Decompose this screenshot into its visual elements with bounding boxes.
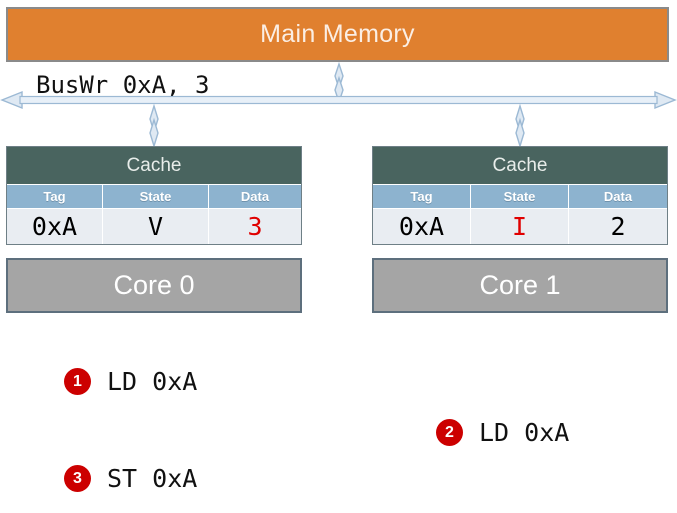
cache0-row: 0xA V 3	[7, 208, 301, 244]
instruction-3: 3 ST 0xA	[64, 464, 197, 493]
bus-cache1-connector-arrow	[515, 104, 525, 148]
instruction-3-text: ST 0xA	[107, 464, 198, 493]
cache1-cell-tag: 0xA	[373, 209, 471, 244]
core1-block: Core 1	[372, 258, 668, 313]
cache0-header-data: Data	[240, 189, 270, 204]
cache1-title: Cache	[373, 147, 667, 184]
bus-cache0-connector-arrow	[149, 104, 159, 148]
instruction-1-badge: 1	[64, 368, 91, 395]
main-memory-block: Main Memory	[6, 7, 669, 62]
main-memory-label: Main Memory	[260, 20, 415, 48]
core1-label: Core 1	[479, 270, 561, 300]
cache1-column-headers: Tag State Data	[373, 184, 667, 208]
instruction-3-badge: 3	[64, 465, 91, 492]
instruction-2: 2 LD 0xA	[436, 418, 569, 447]
cache-block-core1: Cache Tag State Data 0xA I 2	[372, 146, 668, 245]
cache1-cell-data: 2	[610, 212, 626, 241]
instruction-1-text: LD 0xA	[107, 367, 198, 396]
cache1-header-state: State	[471, 185, 569, 208]
cache1-cell-state: I	[471, 209, 569, 244]
instruction-2-badge: 2	[436, 419, 463, 446]
system-bus-arrow	[0, 90, 677, 110]
cache0-cell-data: 3	[247, 212, 263, 241]
cache0-title: Cache	[7, 147, 301, 184]
cache0-column-headers: Tag State Data	[7, 184, 301, 208]
cache1-row: 0xA I 2	[373, 208, 667, 244]
cache0-header-state: State	[103, 185, 209, 208]
cache1-header-data: Data	[603, 189, 633, 204]
cache-block-core0: Cache Tag State Data 0xA V 3	[6, 146, 302, 245]
core0-block: Core 0	[6, 258, 302, 313]
cache0-header-tag: Tag	[7, 185, 103, 208]
cache0-cell-tag: 0xA	[7, 209, 103, 244]
cache0-cell-state: V	[103, 209, 209, 244]
cache1-header-tag: Tag	[373, 185, 471, 208]
instruction-2-text: LD 0xA	[479, 418, 570, 447]
bus-transaction-label: BusWr 0xA, 3	[36, 71, 210, 99]
core0-label: Core 0	[113, 270, 195, 300]
instruction-1: 1 LD 0xA	[64, 367, 197, 396]
